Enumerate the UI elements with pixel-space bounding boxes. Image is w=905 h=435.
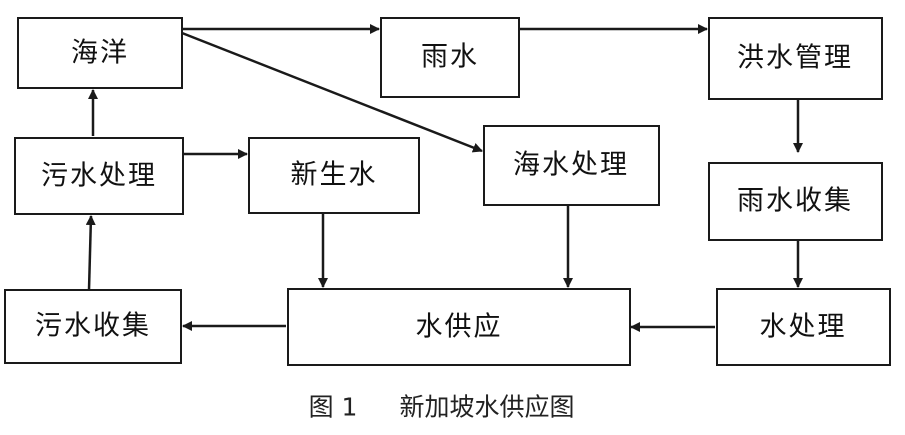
figure-caption: 图 1 新加坡水供应图 bbox=[309, 393, 575, 422]
figure-title: 新加坡水供应图 bbox=[399, 393, 574, 422]
arrow-ocean-to-seawater-treatment bbox=[181, 31, 483, 153]
wastewater-treatment-box: 污水处理 bbox=[14, 137, 184, 215]
water-treatment-box: 水处理 bbox=[716, 288, 891, 366]
rain-collection-box: 雨水收集 bbox=[708, 162, 883, 241]
arrow-wastewater-collection-to-treatment bbox=[85, 215, 96, 291]
flood-management-label: 洪水管理 bbox=[737, 43, 853, 74]
seawater-treatment-box: 海水处理 bbox=[483, 125, 660, 206]
water-treatment-label: 水处理 bbox=[760, 312, 847, 343]
ocean-box: 海洋 bbox=[17, 17, 183, 89]
rain-collection-label: 雨水收集 bbox=[737, 186, 853, 217]
rain-label: 雨水 bbox=[421, 42, 479, 73]
wastewater-collection-box: 污水收集 bbox=[4, 289, 182, 364]
water-supply-label: 水供应 bbox=[416, 312, 503, 343]
flood-management-box: 洪水管理 bbox=[708, 17, 883, 100]
newater-label: 新生水 bbox=[291, 160, 378, 191]
ocean-label: 海洋 bbox=[71, 38, 129, 69]
wastewater-treatment-label: 污水处理 bbox=[41, 161, 157, 192]
seawater-treatment-label: 海水处理 bbox=[513, 150, 629, 181]
wastewater-collection-label: 污水收集 bbox=[35, 311, 151, 342]
figure-number: 图 1 bbox=[309, 393, 358, 422]
rain-box: 雨水 bbox=[380, 17, 520, 98]
water-supply-box: 水供应 bbox=[287, 288, 631, 366]
newater-box: 新生水 bbox=[248, 137, 420, 214]
